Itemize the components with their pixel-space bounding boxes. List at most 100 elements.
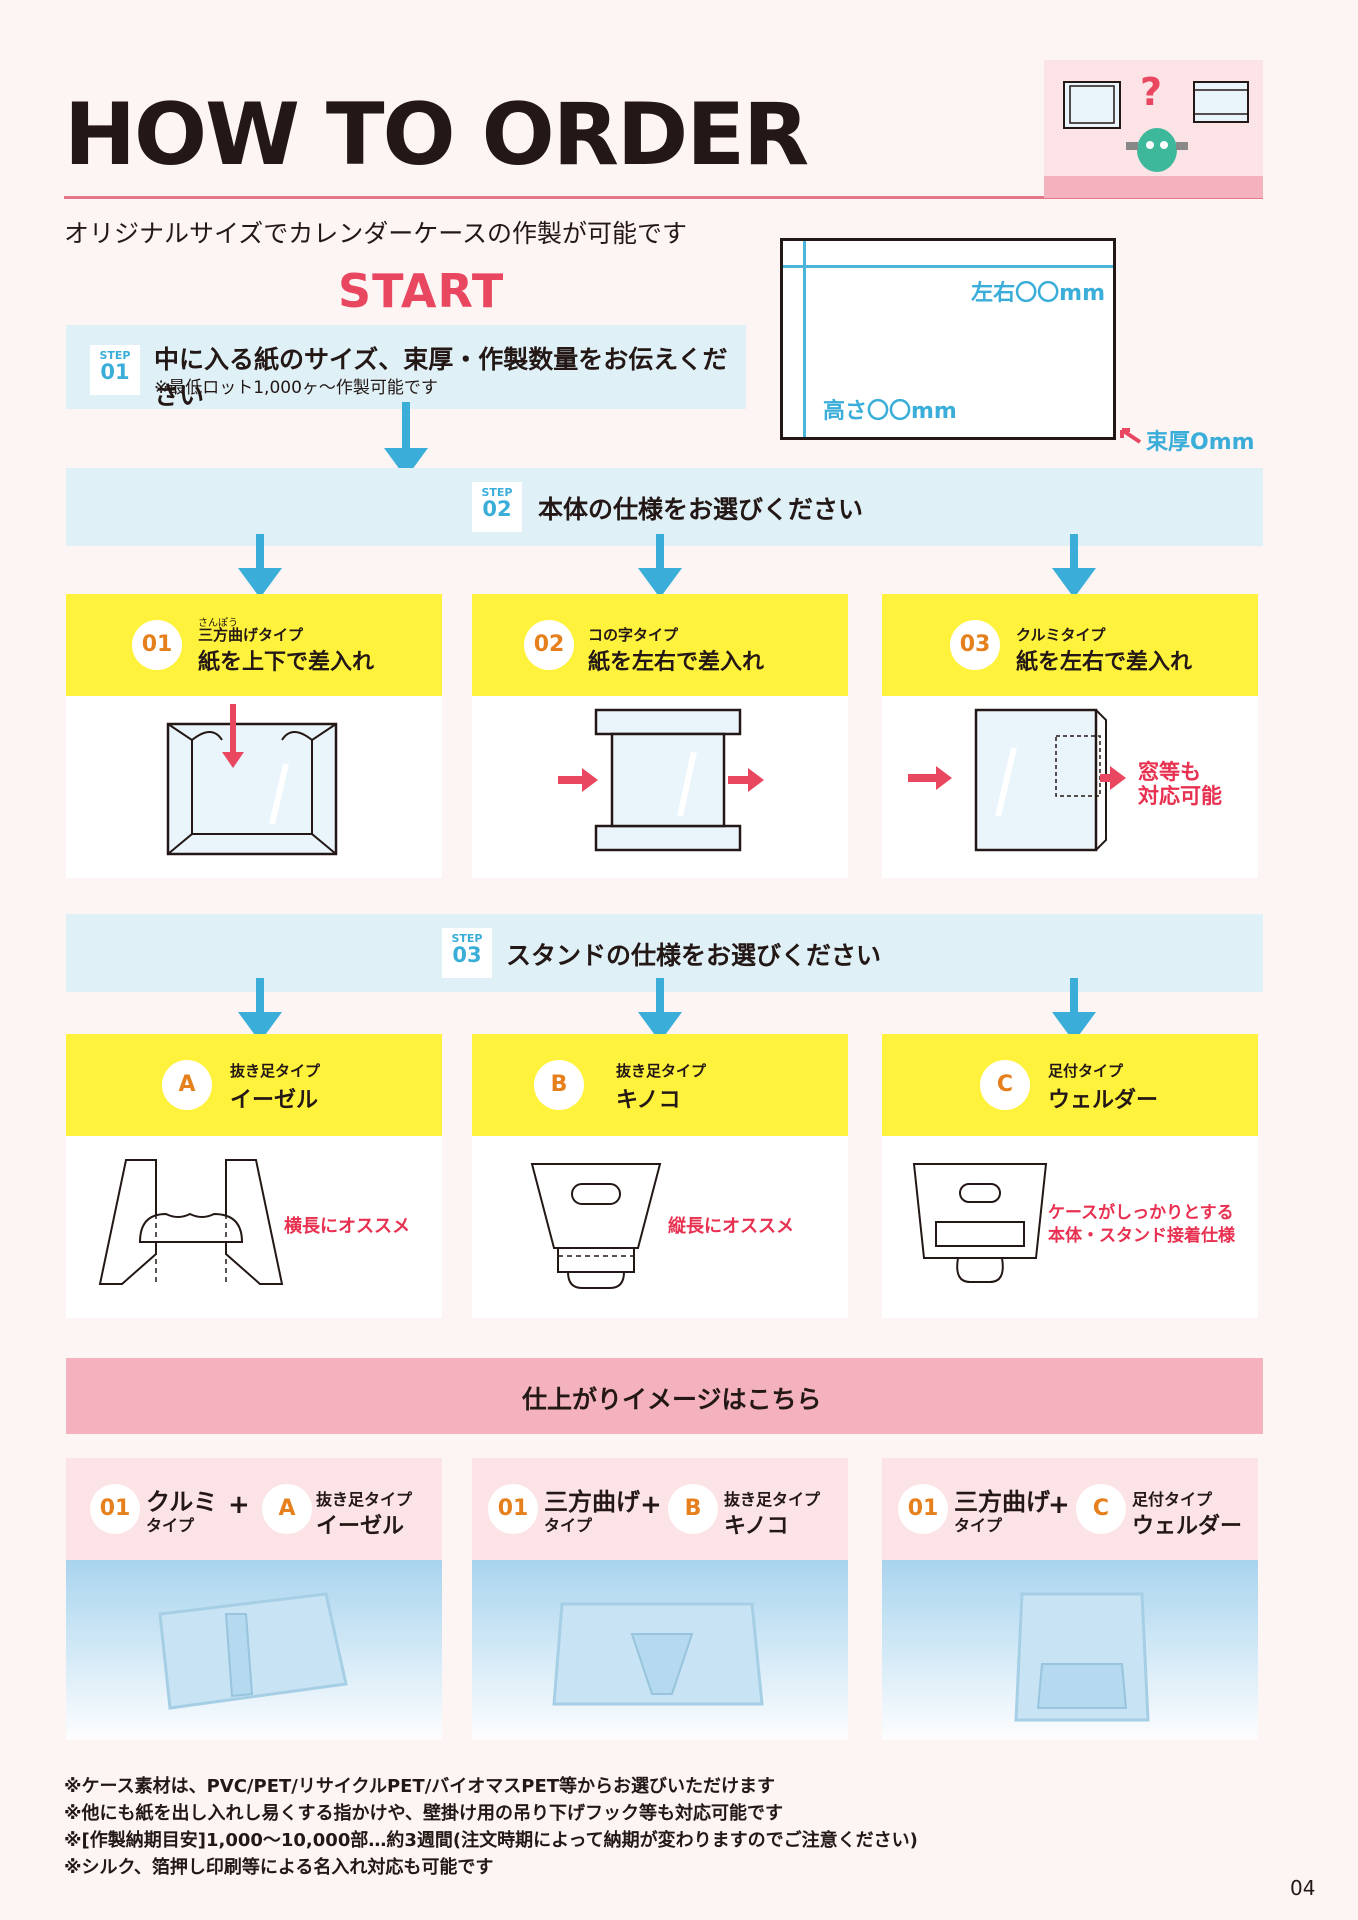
stand-name: ウェルダー xyxy=(1132,1514,1243,1539)
stand-note: ケースがしっかりとする本体・スタンド接着仕様 xyxy=(1048,1203,1235,1246)
arrow-down-icon xyxy=(238,534,282,598)
finish-bar: 仕上がりイメージはこちら xyxy=(66,1358,1263,1434)
arrow-down-icon xyxy=(1052,978,1096,1042)
plus-sign: + xyxy=(1048,1490,1070,1520)
option-number: 03 xyxy=(950,620,1000,670)
option-letter: A xyxy=(162,1060,212,1110)
stand-type: 足付タイプ xyxy=(1132,1490,1213,1509)
step1-text: 中に入る紙のサイズ、束厚・作製数量をお伝えください xyxy=(154,345,728,410)
stand-option-card[interactable]: A 抜き足タイプ イーゼル 横長にオススメ xyxy=(66,1034,442,1318)
title-divider xyxy=(64,196,1263,199)
option-desc: キノコ xyxy=(616,1088,681,1113)
mushroom-stand-diagram xyxy=(530,1163,662,1289)
arrow-down-icon xyxy=(238,978,282,1042)
window-note: 窓等も対応可能 xyxy=(1138,760,1222,809)
option-type: 抜き足タイプ xyxy=(616,1062,707,1080)
finish-bar-text: 仕上がりイメージはこちら xyxy=(522,1385,822,1414)
body-option-card[interactable]: 01 さんぽう 三方曲げタイプ 紙を上下で差入れ xyxy=(66,594,442,878)
product-photo xyxy=(882,1560,1258,1740)
option-number: 01 xyxy=(132,620,182,670)
option-type: 三方曲げタイプ xyxy=(198,626,304,644)
stand-letter: B xyxy=(668,1484,718,1534)
finish-combo-card: 01 三方曲げ タイプ + B 抜き足タイプ キノコ xyxy=(472,1458,848,1740)
welder-stand-diagram xyxy=(912,1163,1048,1283)
finish-combo-card: 01 三方曲げ タイプ + C 足付タイプ ウェルダー xyxy=(882,1458,1258,1740)
option-desc: ウェルダー xyxy=(1048,1088,1159,1113)
footnote: ※他にも紙を出し入れし易くする指かけや、壁掛け用の吊り下げフック等も対応可能です xyxy=(64,1803,783,1824)
body-option-card[interactable]: 03 クルミタイプ 紙を左右で差入れ 窓等も対応可能 xyxy=(882,594,1258,878)
stand-letter: C xyxy=(1076,1484,1126,1534)
body-sub: タイプ xyxy=(544,1516,593,1535)
product-photo xyxy=(66,1560,442,1740)
option-desc: 紙を左右で差入れ xyxy=(588,650,765,675)
option-type: 抜き足タイプ xyxy=(230,1062,321,1080)
step3-text: スタンドの仕様をお選びください xyxy=(506,941,882,970)
stand-name: イーゼル xyxy=(316,1514,405,1539)
stand-note: 横長にオススメ xyxy=(284,1216,410,1237)
option-type: クルミタイプ xyxy=(1016,626,1106,644)
body-main: 三方曲げ xyxy=(954,1488,1050,1516)
body-main: 三方曲げ xyxy=(544,1488,640,1516)
case-illustration-icon xyxy=(1063,81,1121,129)
arrow-down-icon xyxy=(638,534,682,598)
page-title: HOW TO ORDER xyxy=(64,85,809,185)
dimension-diagram: 左右〇〇mm 高さ〇〇mm xyxy=(780,238,1116,440)
thickness-arrow-icon xyxy=(1120,428,1142,444)
body-number: 01 xyxy=(898,1484,948,1534)
step2-text: 本体の仕様をお選びください xyxy=(538,495,864,524)
mascot-icon xyxy=(1126,128,1188,172)
body-number: 01 xyxy=(488,1484,538,1534)
height-label: 高さ〇〇mm xyxy=(823,399,957,424)
arrow-down-icon xyxy=(1052,534,1096,598)
body-sub: タイプ xyxy=(954,1516,1003,1535)
finish-combo-card: 01 クルミ タイプ + A 抜き足タイプ イーゼル xyxy=(66,1458,442,1740)
step1-note: ※最低ロット1,000ヶ〜作製可能です xyxy=(154,378,438,398)
option-ruby: さんぽう xyxy=(198,618,238,629)
plus-sign: + xyxy=(228,1490,250,1520)
body-sub: タイプ xyxy=(146,1516,195,1535)
case-illustration-icon xyxy=(1193,81,1249,123)
thickness-label: 束厚Omm xyxy=(1146,430,1255,455)
option-letter: B xyxy=(534,1060,584,1110)
stand-option-card[interactable]: B 抜き足タイプ キノコ 縦長にオススメ xyxy=(472,1034,848,1318)
footnote: ※[作製納期目安]1,000〜10,000部…約3週間(注文時期によって納期が変… xyxy=(64,1830,918,1851)
option-desc: 紙を左右で差入れ xyxy=(1016,650,1193,675)
option-type: 足付タイプ xyxy=(1048,1062,1124,1080)
stand-type: 抜き足タイプ xyxy=(316,1490,413,1509)
body-option-card[interactable]: 02 コの字タイプ 紙を左右で差入れ xyxy=(472,594,848,878)
easel-stand-diagram xyxy=(98,1159,284,1285)
question-mark-icon: ? xyxy=(1140,70,1163,114)
plus-sign: + xyxy=(640,1490,662,1520)
footnote: ※シルク、箔押し印刷等による名入れ対応も可能です xyxy=(64,1857,494,1878)
width-label: 左右〇〇mm xyxy=(971,281,1105,306)
arrow-down-icon xyxy=(638,978,682,1042)
c-shape-case-diagram xyxy=(558,708,764,852)
page-number: 04 xyxy=(1290,1876,1316,1900)
option-letter: C xyxy=(980,1060,1030,1110)
body-main: クルミ xyxy=(146,1488,218,1516)
option-desc: 紙を上下で差入れ xyxy=(198,650,375,675)
option-number: 02 xyxy=(524,620,574,670)
stand-letter: A xyxy=(262,1484,312,1534)
stand-name: キノコ xyxy=(724,1514,789,1539)
footnote: ※ケース素材は、PVC/PET/リサイクルPET/バイオマスPET等からお選びい… xyxy=(64,1776,776,1797)
mascot-box: ? xyxy=(1044,60,1263,198)
stand-option-card[interactable]: C 足付タイプ ウェルダー ケースがしっかりとする本体・スタンド接着仕様 xyxy=(882,1034,1258,1318)
wrap-case-diagram xyxy=(908,708,1126,852)
stand-type: 抜き足タイプ xyxy=(724,1490,821,1509)
start-label: START xyxy=(338,264,505,318)
page-subtitle: オリジナルサイズでカレンダーケースの作製が可能です xyxy=(64,219,688,248)
option-desc: イーゼル xyxy=(230,1088,319,1113)
product-photo xyxy=(472,1560,848,1740)
option-type: コの字タイプ xyxy=(588,626,679,644)
arrow-down-icon xyxy=(384,402,428,478)
body-number: 01 xyxy=(90,1484,140,1534)
tri-fold-case-diagram xyxy=(166,704,338,856)
stand-note: 縦長にオススメ xyxy=(668,1216,794,1237)
